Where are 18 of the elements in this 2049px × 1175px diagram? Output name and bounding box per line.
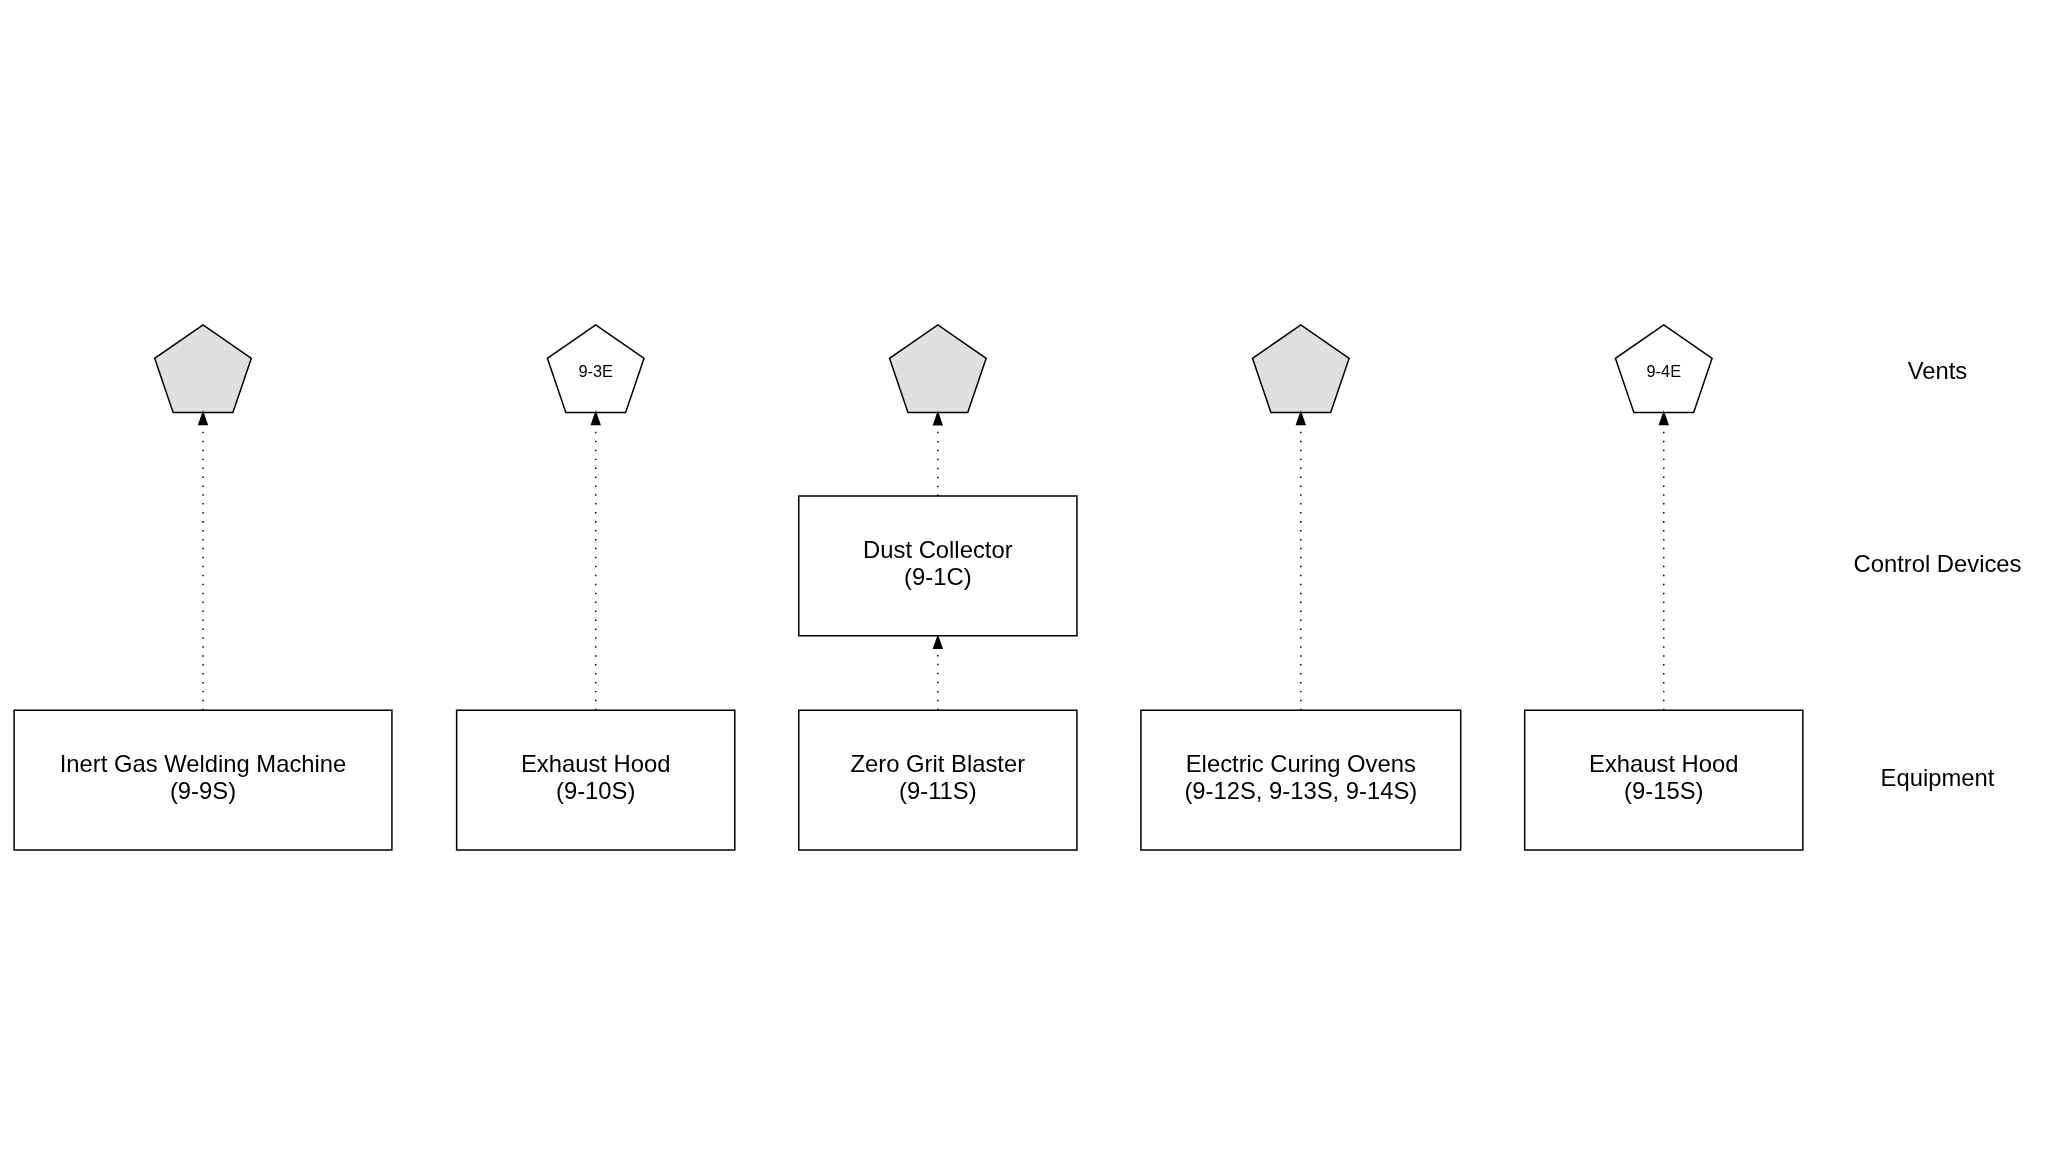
node-pentagon [1251,324,1351,414]
node-pentagon [153,324,253,414]
arrow [1295,410,1306,711]
arrow [590,410,601,711]
node-box: Exhaust Hood (9-15S) [1523,709,1804,851]
node-box: Electric Curing Ovens (9-12S, 9-13S, 9-14S) [1140,709,1462,851]
arrow [932,634,944,711]
label: Vents [1907,356,1968,384]
node-box: Exhaust Hood (9-10S) [455,709,736,851]
label: Control Devices [1853,549,2022,577]
node-box: Zero Grit Blaster (9-11S) [798,709,1078,851]
arrow [197,410,209,711]
node-box: Inert Gas Welding Machine (9-9S) [13,709,393,851]
node-pentagon [888,324,988,414]
arrow [1658,410,1669,711]
node-box: Dust Collector (9-1C) [798,495,1078,637]
arrow [932,410,944,497]
label: Equipment [1880,763,1995,791]
